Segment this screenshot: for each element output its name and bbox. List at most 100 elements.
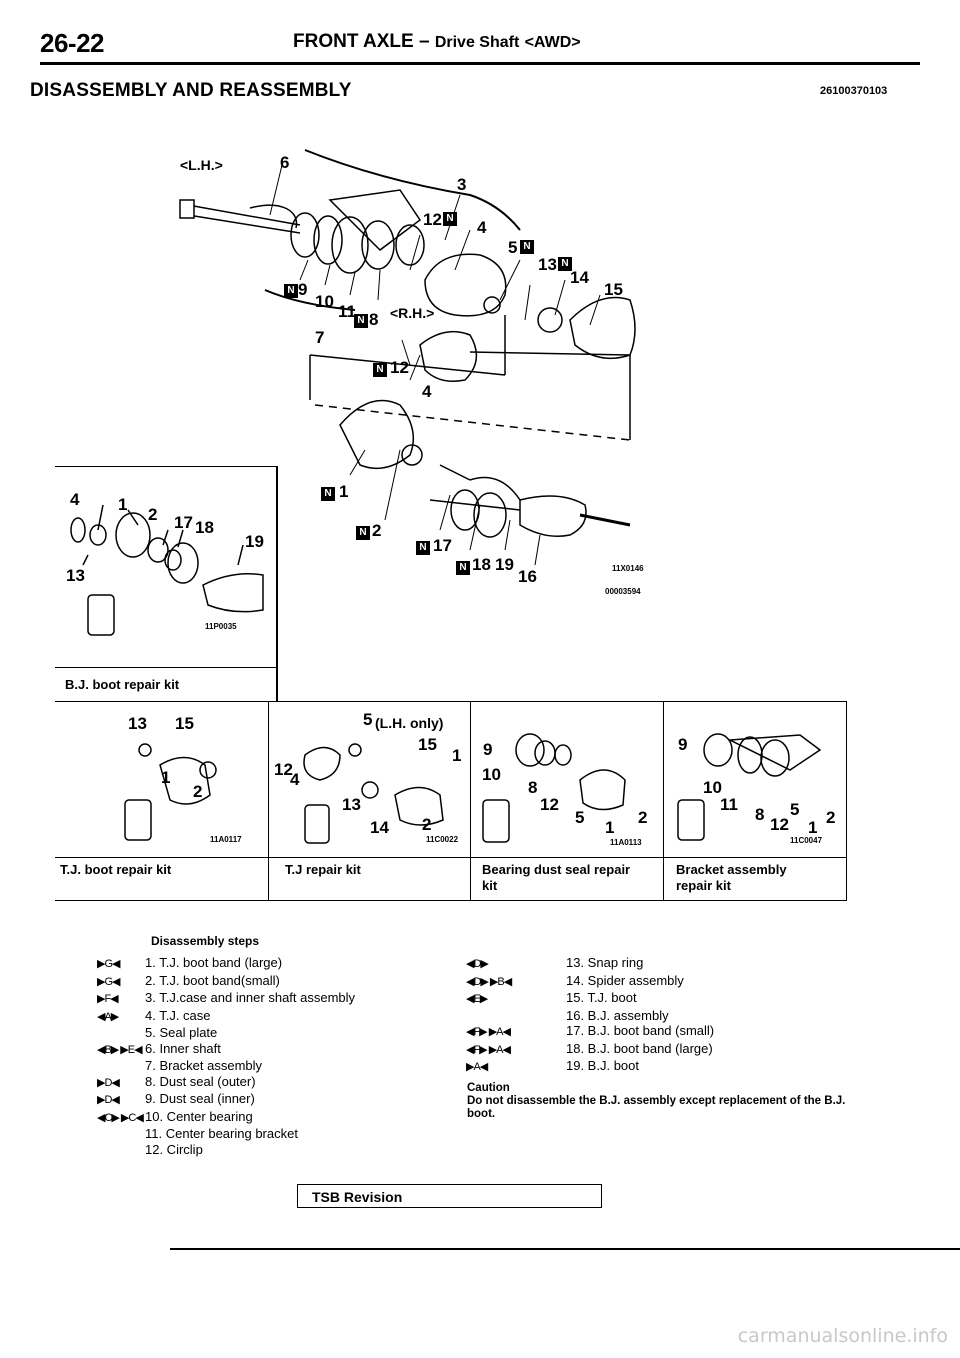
new-part-icon: N (321, 487, 335, 501)
step-symbol: ▶G◀ (97, 975, 120, 988)
callout: 6 (280, 153, 290, 172)
bj-boot-kit-caption: B.J. boot repair kit (65, 677, 180, 692)
callout: 13 (538, 255, 557, 274)
kits-top-rule (55, 701, 847, 702)
caution-label: Caution (467, 1082, 510, 1094)
exploded-diagram (179, 149, 636, 566)
step-item: ◀C▶ ▶C◀10. Center bearing (97, 1109, 355, 1127)
callout: 1 (605, 818, 615, 837)
step-symbol: ▶G◀ (97, 958, 120, 970)
callout: 11 (338, 302, 356, 321)
callout: 11 (720, 795, 738, 814)
step-symbol: ◀B▶ ▶E◀ (97, 1043, 143, 1056)
step-item: ▶A◀19. B.J. boot (466, 1058, 714, 1076)
kits-bottom-rule (55, 900, 847, 901)
callout: 14 (570, 268, 589, 287)
tj-boot-kit-drawing (124, 743, 217, 841)
header-title: FRONT AXLE (293, 31, 414, 52)
step-item: 5. Seal plate (145, 1025, 218, 1040)
new-part-icon: N (373, 363, 387, 377)
callout: 1 (339, 482, 349, 501)
new-part-icon: N (284, 284, 298, 298)
page-header-title: FRONT AXLE – Drive Shaft <AWD> (293, 31, 581, 53)
callout: 9 (483, 740, 493, 759)
header-dash: – (418, 31, 430, 52)
lh-label: <L.H.> (180, 157, 223, 173)
new-part-icon: N (558, 257, 572, 271)
callout: 9 (298, 280, 308, 299)
tj-kit-caption: T.J repair kit (285, 862, 361, 877)
step-symbol: ◀C▶ ▶C◀ (97, 1111, 144, 1124)
bracket-kit-drawing (677, 733, 822, 841)
figure-code: 11C0047 (790, 836, 823, 845)
caption-rule (55, 857, 847, 858)
callout: 2 (422, 815, 432, 834)
callout: 1 (118, 495, 128, 514)
page-number: 26-22 (40, 28, 105, 58)
bearing-seal-kit-caption: Bearing dust seal repair kit (482, 862, 632, 894)
step-item: ▶D◀9. Dust seal (inner) (97, 1091, 355, 1109)
step-symbol: ◀E▶ (466, 993, 488, 1005)
divider (663, 701, 664, 900)
step-symbol: ▶D◀ (97, 1076, 120, 1089)
callout: 3 (457, 175, 467, 194)
step-item: 7. Bracket assembly (145, 1058, 263, 1073)
tj-boot-kit-caption: T.J. boot repair kit (60, 862, 172, 877)
divider (55, 667, 277, 668)
callout: 12 (423, 210, 442, 229)
step-symbol: ◀F▶ ▶A◀ (466, 1043, 511, 1056)
new-part-icon: N (354, 314, 368, 328)
callout: 16 (518, 567, 537, 586)
callout: 12 (770, 815, 789, 834)
callout: 19 (245, 532, 264, 551)
bearing-seal-kit-caption-text: Bearing dust seal repair kit (482, 862, 631, 893)
figure-code: 11C0022 (426, 835, 459, 844)
callout: 5 (363, 710, 373, 729)
callout: 13 (66, 566, 85, 585)
step-item: ◀B▶ ▶E◀6. Inner shaft (97, 1041, 355, 1059)
step-symbol: ▶F◀ (97, 993, 119, 1005)
step-item: ◀A▶4. T.J. case (97, 1008, 355, 1026)
callout: 2 (148, 505, 158, 524)
callout: 10 (703, 778, 722, 797)
step-item: ◀D▶13. Snap ring (466, 955, 714, 973)
figure-code: 11X0146 (612, 564, 644, 573)
section-title: DISASSEMBLY AND REASSEMBLY (30, 80, 352, 101)
caution-note: Caution Do not disassemble the B.J. asse… (467, 1082, 847, 1121)
figure-code: 11A0113 (610, 838, 642, 847)
step-item: ▶F◀3. T.J.case and inner shaft assembly (97, 990, 355, 1008)
step-item: 11. Center bearing bracket (145, 1126, 298, 1141)
callout: 15 (418, 735, 437, 754)
watermark: carmanualsonline.info (737, 1325, 948, 1347)
step-item: ▶D◀8. Dust seal (outer) (97, 1074, 355, 1092)
new-part-icon: N (456, 561, 470, 575)
bj-boot-kit-box (55, 466, 278, 702)
step-item: ◀D▶ ▶B◀14. Spider assembly (466, 973, 714, 991)
callout: 9 (678, 735, 688, 754)
callout: 4 (290, 770, 300, 789)
divider (268, 701, 269, 900)
tj-kit-note: (L.H. only) (375, 715, 444, 731)
callout: 15 (175, 714, 194, 733)
callout: 8 (755, 805, 765, 824)
header-subtitle: Drive Shaft (434, 34, 520, 51)
divider (470, 701, 471, 900)
tsb-revision-box: TSB Revision (297, 1184, 602, 1208)
callout: 5 (575, 808, 585, 827)
callout: 1 (161, 768, 171, 787)
callout: 12 (390, 358, 409, 377)
bj-boot-kit-drawing (70, 504, 264, 636)
callout: 15 (604, 280, 623, 299)
step-symbol: ◀D▶ (466, 958, 489, 970)
steps-title: Disassembly steps (151, 934, 260, 948)
callout: 10 (315, 292, 334, 311)
step-item: 16. B.J. assembly (566, 1007, 669, 1023)
callout: 13 (128, 714, 147, 733)
section-code: 26100370103 (820, 85, 888, 97)
header-subtitle-variant: <AWD> (524, 34, 581, 51)
callout: 12 (540, 795, 559, 814)
caution-text: Do not disassemble the B.J. assembly exc… (467, 1095, 846, 1120)
figure-code: 00003594 (605, 587, 641, 596)
callout: 14 (370, 818, 389, 837)
new-part-icon: N (520, 240, 534, 254)
